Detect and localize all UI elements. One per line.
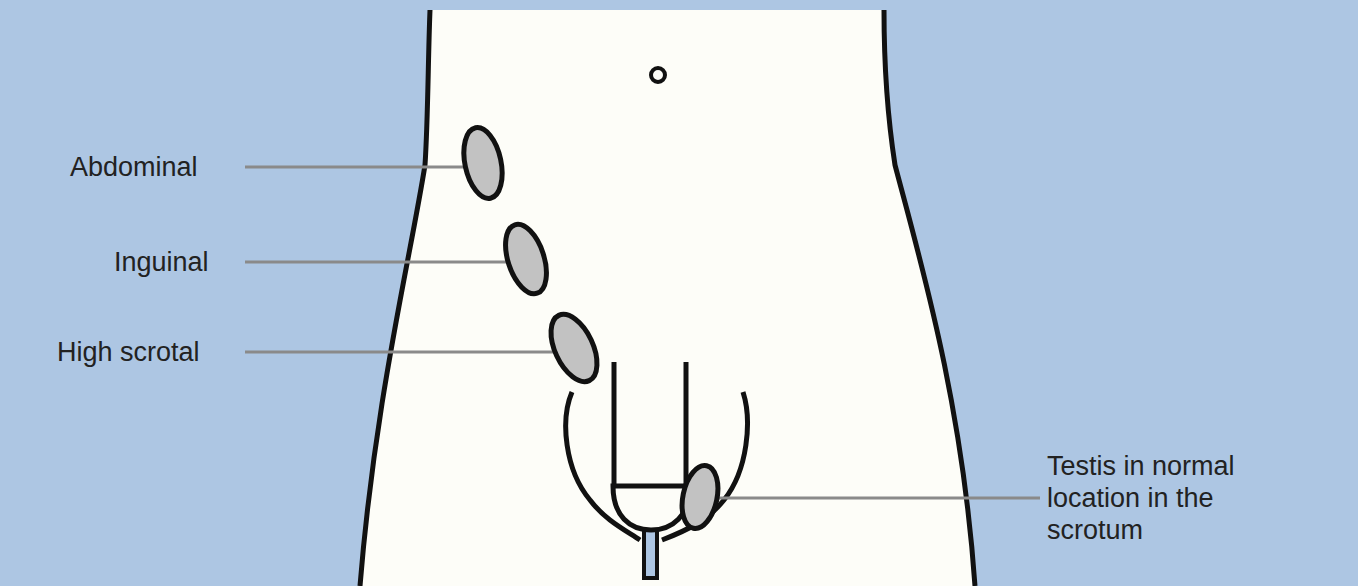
body-outline-left bbox=[360, 10, 430, 586]
testis-abdominal bbox=[458, 124, 508, 202]
leader-line bbox=[712, 497, 1040, 500]
testis-normal bbox=[677, 462, 724, 532]
position-label: High scrotal bbox=[57, 336, 240, 368]
navel bbox=[651, 68, 665, 82]
penis-shaft bbox=[684, 362, 689, 490]
leader-line bbox=[245, 261, 508, 264]
leader-line bbox=[245, 166, 464, 169]
testis-inguinal bbox=[498, 219, 554, 299]
leg-gap bbox=[644, 530, 657, 578]
body-outline-right bbox=[884, 10, 975, 586]
body-fill bbox=[360, 10, 975, 586]
callout-label: Testis in normal location in the scrotum bbox=[1047, 450, 1272, 546]
penis-shaft bbox=[612, 362, 617, 490]
testis-high-scrotal bbox=[542, 307, 607, 388]
position-label: Abdominal bbox=[70, 151, 240, 183]
position-label: Inguinal bbox=[114, 246, 240, 278]
glans bbox=[613, 486, 690, 530]
leader-line bbox=[245, 351, 556, 354]
